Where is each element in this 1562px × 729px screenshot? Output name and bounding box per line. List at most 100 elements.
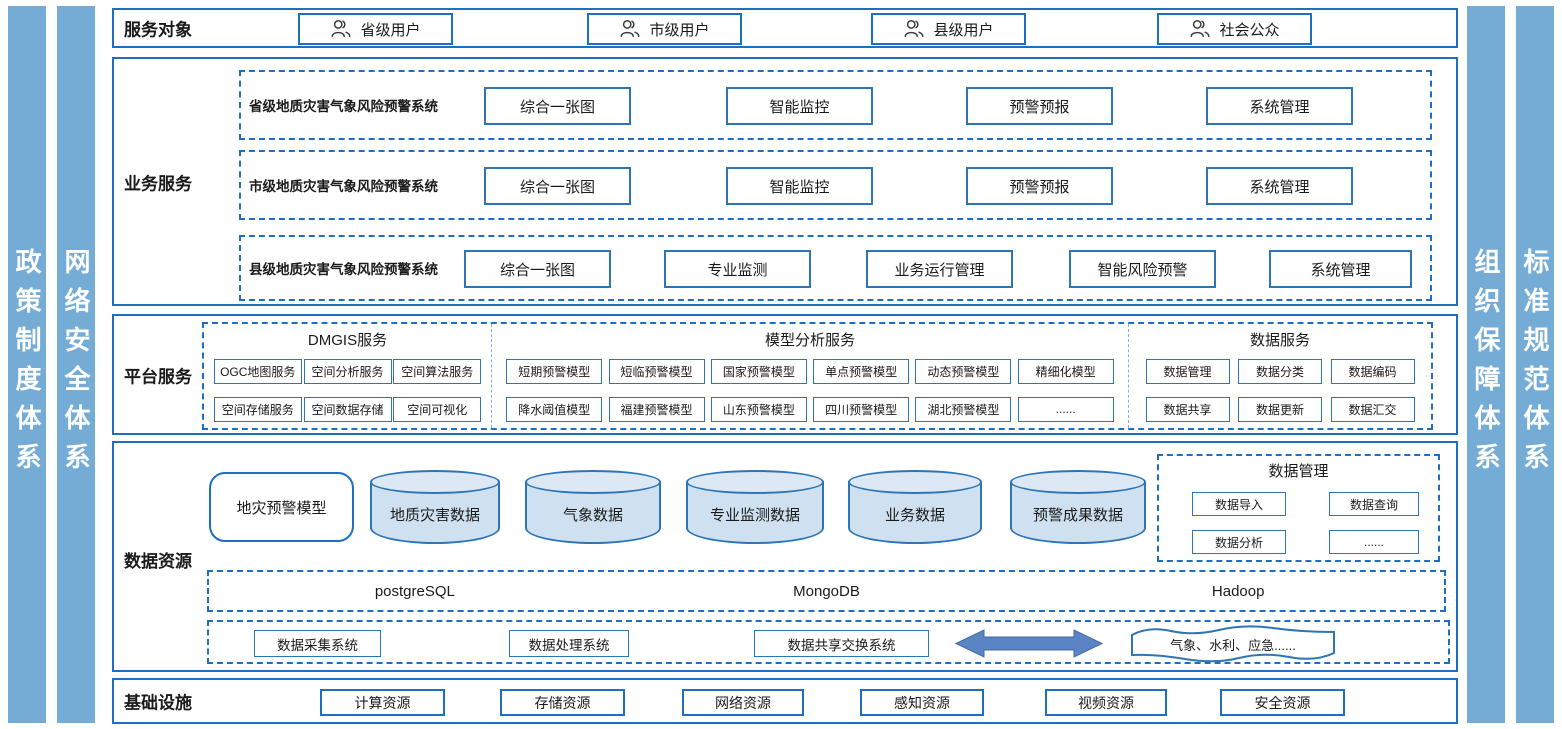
platform-group-title: DMGIS服务 (307, 332, 388, 349)
platform-service-item: 山东预警模型 (710, 396, 807, 422)
section-data-resources: 数据资源 地灾预警模型 地质灾害数据 气象数据 专业监测数据 业务数据 预警成果… (112, 441, 1458, 672)
platform-service-item: 空间存储服务 (213, 396, 302, 422)
section-platform-services: 平台服务 DMGIS服务 OGC地图服务 空间分析服务 空间算法服务 空间存储服… (112, 314, 1458, 435)
data-systems-layer: 数据采集系统 数据处理系统 数据共享交换系统 气象、水利、应急...... (207, 620, 1450, 664)
business-item: 专业监测 (664, 250, 811, 288)
section-business-services: 业务服务 省级地质灾害气象风险预警系统 综合一张图 智能监控 预警预报 系统管理… (112, 57, 1458, 306)
platform-group-title: 数据服务 (1249, 332, 1310, 349)
section-service-targets: 服务对象 省级用户 市级用户 县级用户 (112, 8, 1458, 48)
platform-service-item: 国家预警模型 (710, 358, 807, 384)
business-item: 智能监控 (726, 87, 873, 125)
user-box-label: 市级用户 (649, 21, 710, 39)
cylinder-label: 专业监测数据 (709, 507, 800, 524)
platform-group-data: 数据服务 数据管理 数据分类 数据编码 数据共享 数据更新 数据汇交 (1129, 324, 1431, 428)
platform-service-item: 数据管理 (1145, 358, 1230, 384)
double-arrow-icon (954, 629, 1104, 658)
infra-item: 存储资源 (500, 689, 625, 716)
platform-group-dmgis: DMGIS服务 OGC地图服务 空间分析服务 空间算法服务 空间存储服务 空间数… (204, 324, 492, 428)
platform-service-item: 数据汇交 (1330, 396, 1415, 422)
cylinder-weather-data: 气象数据 (525, 470, 661, 544)
database-mongodb: MongoDB (793, 582, 860, 600)
platform-service-item: 数据更新 (1238, 396, 1322, 422)
infra-item: 网络资源 (682, 689, 804, 716)
platform-group-row: 降水阈值模型 福建预警模型 山东预警模型 四川预警模型 湖北预警模型 .....… (492, 390, 1128, 428)
sidebar-org-guarantee: 组织保障体系 (1467, 6, 1505, 723)
disaster-warning-model-box: 地灾预警模型 (209, 472, 354, 542)
platform-service-item: ...... (1017, 396, 1114, 422)
user-box-county: 县级用户 (871, 13, 1026, 45)
user-box-label: 省级用户 (360, 21, 421, 39)
platform-service-item: 降水阈值模型 (506, 396, 603, 422)
business-item: 智能风险预警 (1069, 250, 1216, 288)
business-item: 综合一张图 (484, 87, 631, 125)
platform-service-item: 四川预警模型 (813, 396, 910, 422)
business-row-county: 县级地质灾害气象风险预警系统 综合一张图 专业监测 业务运行管理 智能风险预警 … (239, 235, 1432, 301)
user-icon (905, 20, 924, 38)
user-icon (621, 20, 640, 38)
business-item: 业务运行管理 (866, 250, 1013, 288)
platform-service-item: OGC地图服务 (213, 358, 302, 384)
infra-item: 感知资源 (860, 689, 984, 716)
sidebar-network-label: 网络安全体系 (61, 247, 91, 482)
business-row-title: 市级地质灾害气象风险预警系统 (249, 179, 438, 194)
cylinder-top (1010, 470, 1146, 494)
section-label-data-resources: 数据资源 (124, 552, 192, 571)
business-item: 智能监控 (726, 167, 873, 205)
section-label-infrastructure: 基础设施 (124, 693, 192, 713)
business-item: 系统管理 (1269, 250, 1412, 288)
sidebar-policy-label: 政策制度体系 (12, 247, 42, 482)
platform-service-item: 短期预警模型 (506, 358, 603, 384)
cylinder-monitoring-data: 专业监测数据 (686, 470, 824, 544)
platform-group-row: 短期预警模型 短临预警模型 国家预警模型 单点预警模型 动态预警模型 精细化模型 (492, 352, 1128, 390)
user-box-city: 市级用户 (587, 13, 742, 45)
platform-group-models: 模型分析服务 短期预警模型 短临预警模型 国家预警模型 单点预警模型 动态预警模… (492, 324, 1129, 428)
user-icon (1191, 20, 1210, 38)
business-item: 预警预报 (966, 167, 1113, 205)
business-item: 综合一张图 (464, 250, 611, 288)
data-mgmt-item: 数据查询 (1329, 492, 1419, 516)
user-box-public: 社会公众 (1157, 13, 1312, 45)
sidebar-policy-system: 政策制度体系 (8, 6, 46, 723)
platform-service-item: 数据编码 (1330, 358, 1415, 384)
user-box-label: 县级用户 (933, 21, 994, 39)
section-label-service-targets: 服务对象 (124, 20, 192, 40)
business-row-city: 市级地质灾害气象风险预警系统 综合一张图 智能监控 预警预报 系统管理 (239, 150, 1432, 220)
business-row-title: 县级地质灾害气象风险预警系统 (249, 262, 438, 277)
platform-group-row: 空间存储服务 空间数据存储 空间可视化 (204, 390, 491, 428)
cylinder-top (370, 470, 500, 494)
sidebar-network-security: 网络安全体系 (57, 6, 95, 723)
database-postgresql: postgreSQL (374, 582, 455, 600)
cylinder-top (848, 470, 982, 494)
platform-service-item: 空间算法服务 (393, 358, 482, 384)
data-mgmt-item: 数据分析 (1192, 530, 1286, 554)
platform-service-item: 空间数据存储 (303, 396, 392, 422)
cylinder-top (686, 470, 824, 494)
platform-service-item: 空间可视化 (393, 396, 482, 422)
infra-item: 安全资源 (1220, 689, 1345, 716)
cylinder-label: 预警成果数据 (1032, 507, 1123, 524)
platform-service-item: 动态预警模型 (915, 358, 1012, 384)
platform-group-row: 数据共享 数据更新 数据汇交 (1129, 390, 1431, 428)
platform-group-title: 模型分析服务 (764, 332, 855, 349)
user-icon (332, 20, 351, 38)
user-box-province: 省级用户 (298, 13, 453, 45)
platform-service-item: 数据共享 (1145, 396, 1230, 422)
cylinder-business-data: 业务数据 (848, 470, 982, 544)
platform-group-row: 数据管理 数据分类 数据编码 (1129, 352, 1431, 390)
external-systems-label: 气象、水利、应急...... (1170, 638, 1296, 653)
data-management-title: 数据管理 (1268, 463, 1329, 480)
cylinder-label: 气象数据 (562, 507, 623, 524)
section-label-business: 业务服务 (124, 174, 192, 193)
cylinder-geo-disaster-data: 地质灾害数据 (370, 470, 500, 544)
platform-service-item: 湖北预警模型 (915, 396, 1012, 422)
platform-group-row: OGC地图服务 空间分析服务 空间算法服务 (204, 352, 491, 390)
wavy-tape-icon (1131, 625, 1335, 663)
cylinder-warning-result-data: 预警成果数据 (1010, 470, 1146, 544)
platform-service-item: 精细化模型 (1017, 358, 1114, 384)
infra-item: 计算资源 (320, 689, 445, 716)
user-box-label: 社会公众 (1219, 21, 1280, 39)
business-item: 系统管理 (1206, 87, 1353, 125)
section-label-platform: 平台服务 (124, 367, 192, 386)
data-mgmt-item: ...... (1329, 530, 1419, 554)
